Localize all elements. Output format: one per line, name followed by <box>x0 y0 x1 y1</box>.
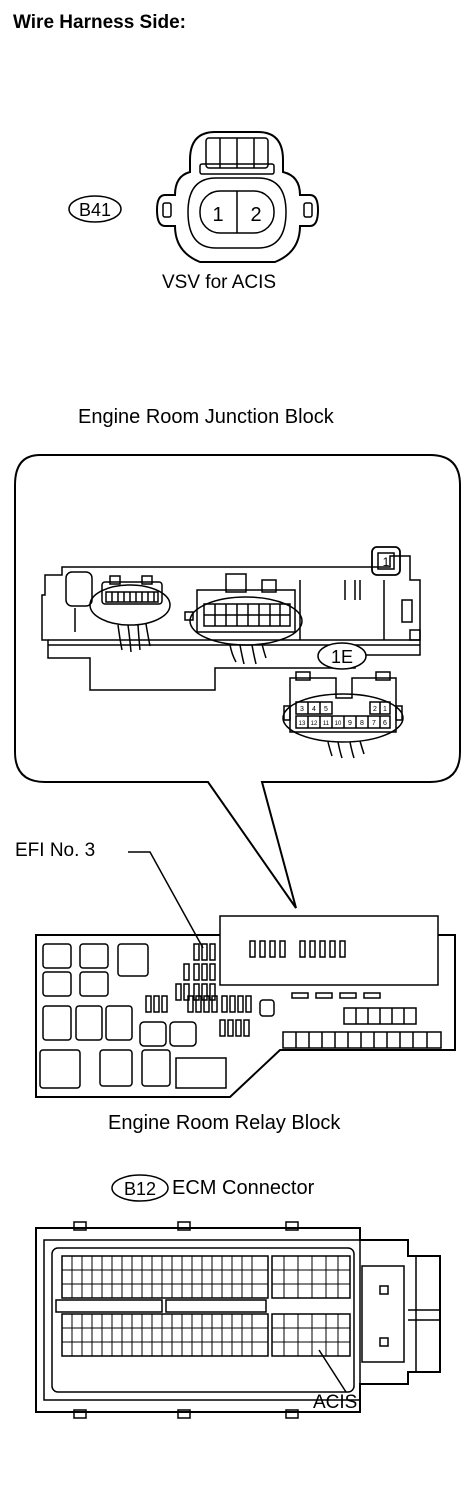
jb-pin-2: 2 <box>373 706 377 713</box>
ecm-connector: B12 <box>35 1174 441 1419</box>
vsv-pin-1: 1 <box>212 204 223 226</box>
vsv-code-badge <box>68 195 122 223</box>
jb-pin-8: 8 <box>360 720 364 727</box>
jb-pin-6: 6 <box>383 720 387 727</box>
jb-pin-5: 5 <box>324 706 328 713</box>
efi-fuse-label: EFI No. 3 <box>15 840 96 861</box>
jb-pin-3: 3 <box>300 706 304 713</box>
relay-block <box>35 915 456 1098</box>
acis-leader-line <box>318 1349 347 1393</box>
jb-pin-12: 12 <box>311 721 318 727</box>
jb-pin-10: 10 <box>335 721 342 727</box>
jb-1e-connector: 3 4 5 2 1 13 12 11 10 9 8 7 6 <box>282 671 404 759</box>
jb-pin-13: 13 <box>299 721 306 727</box>
vsv-label: VSV for ACIS <box>162 272 277 293</box>
jb-pin-7: 7 <box>372 720 376 727</box>
acis-pin-label: ACIS <box>313 1392 358 1413</box>
efi-leader-line <box>128 851 204 949</box>
ecm-code-badge <box>111 1174 169 1202</box>
jb-pin-11: 11 <box>323 721 330 727</box>
jb-pin-1: 1 <box>383 706 387 713</box>
ecm-connector-title: ECM Connector <box>172 1177 315 1199</box>
page-heading: Wire Harness Side: <box>13 12 187 33</box>
jb-pin-4: 4 <box>312 706 316 713</box>
vsv-code-text: B41 <box>79 200 111 220</box>
vsv-pin-2: 2 <box>250 204 261 226</box>
junction-block-title: Engine Room Junction Block <box>78 406 334 428</box>
ecm-code-text: B12 <box>124 1179 156 1199</box>
jb-connector-code-text: 1E <box>331 647 353 667</box>
junction-block-callout: 1 1E <box>14 454 461 909</box>
vsv-connector: B41 1 2 <box>68 131 320 263</box>
jb-pin-9: 9 <box>348 720 352 727</box>
fuse-tag-number: 1 <box>383 555 390 569</box>
jb-connector-code-badge <box>317 642 367 670</box>
relay-block-title: Engine Room Relay Block <box>108 1112 341 1134</box>
